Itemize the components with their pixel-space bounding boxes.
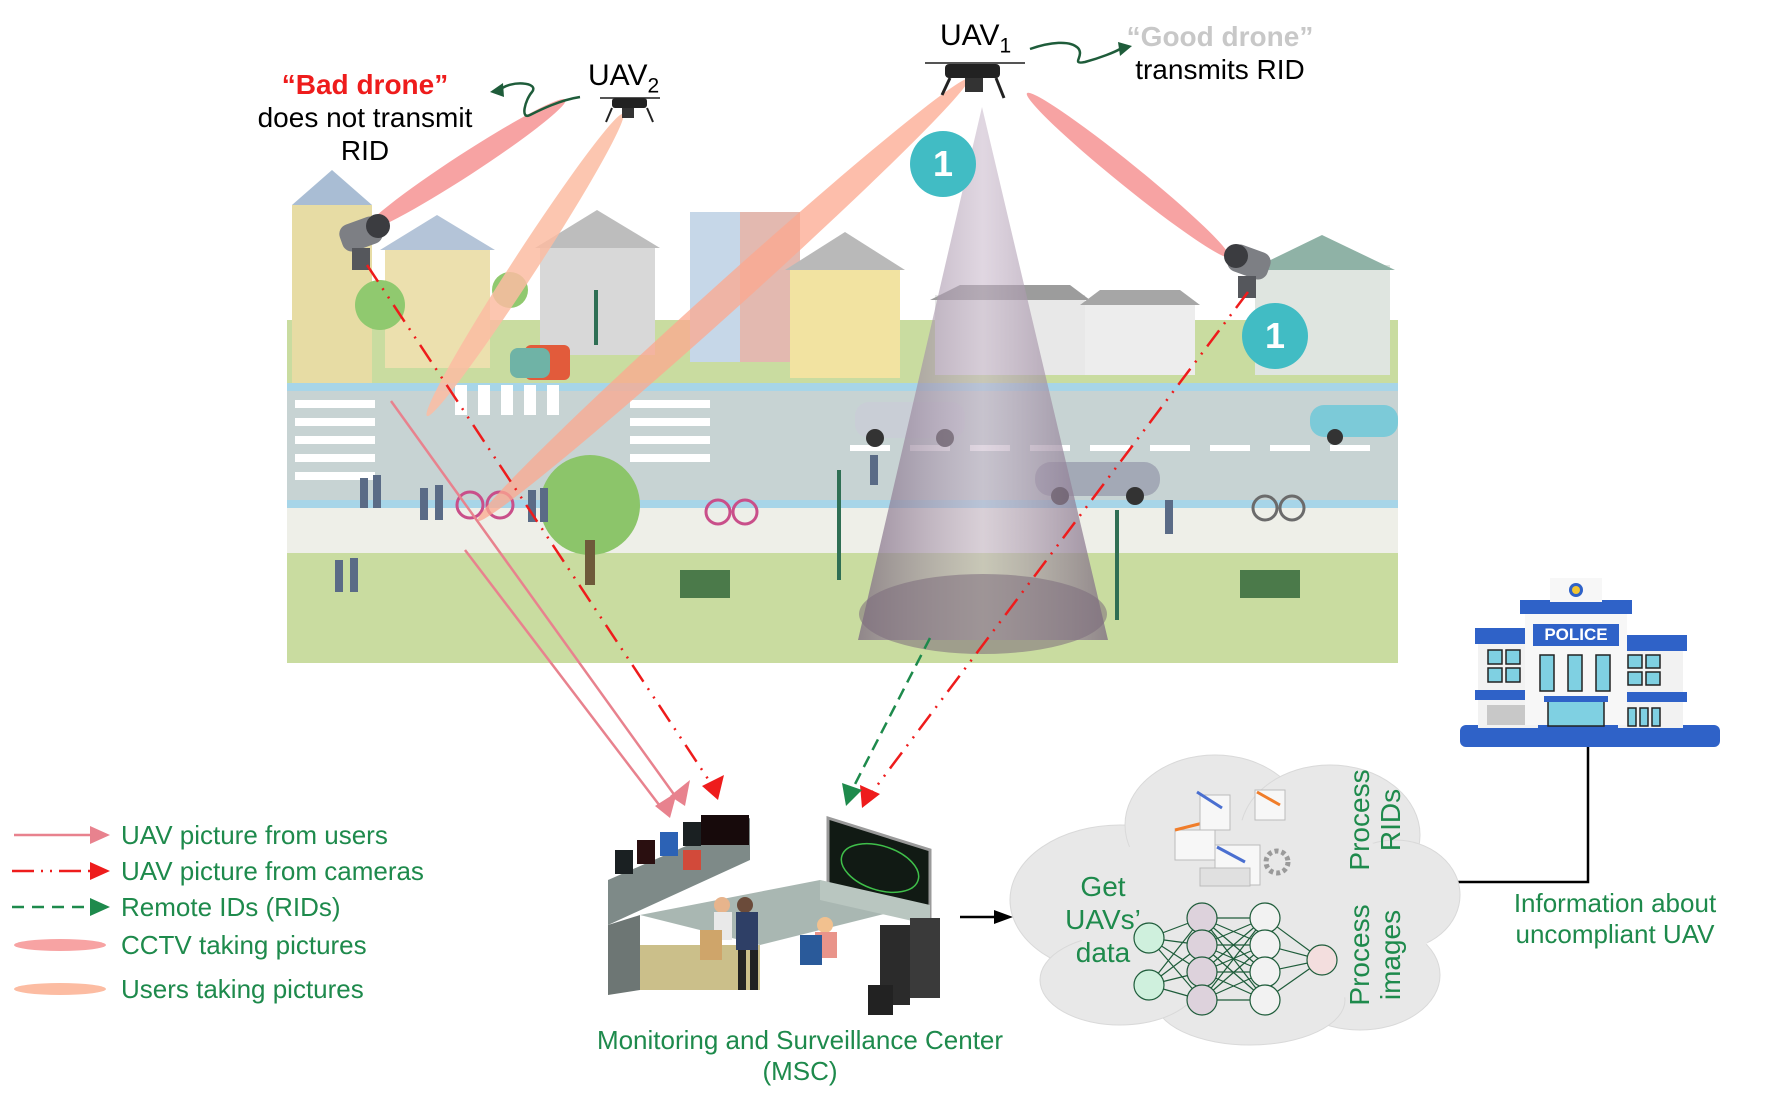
drone-uav2	[600, 97, 660, 123]
uav1-squiggle-arrow	[1029, 41, 1121, 64]
cctv-camera-left	[339, 214, 390, 270]
camera-arrowhead-1	[702, 775, 724, 800]
get-uav-data-label: Get UAVs’ data	[1058, 870, 1148, 969]
legend-item-user-pictures: UAV picture from users	[10, 818, 388, 852]
uav1-label-subscript: 1	[999, 34, 1012, 58]
uav1-camera-cone	[858, 107, 1108, 640]
uav1-cone-base	[859, 574, 1107, 654]
legend-label: UAV picture from users	[121, 819, 388, 850]
nn-hidden-node	[1249, 956, 1281, 988]
good-drone-annotation: “Good drone” transmits RID	[1120, 20, 1320, 86]
neural-network-illustration	[1133, 902, 1338, 1016]
street-lamps	[594, 290, 1119, 620]
bad-drone-desc-line1: does not transmit	[257, 102, 473, 134]
step-badge-uav1: 1	[910, 131, 976, 197]
legend-item-cctv: CCTV taking pictures	[10, 928, 367, 962]
uav2-label: UAV2	[588, 58, 659, 99]
msc-label: Monitoring and Surveillance Center (MSC)	[560, 1025, 1040, 1086]
legend-label: Users taking pictures	[121, 973, 364, 1004]
nn-hidden-node	[1186, 929, 1218, 961]
legend-item-camera-pictures: UAV picture from cameras	[10, 854, 424, 888]
legend-label: UAV picture from cameras	[121, 855, 424, 886]
nn-input-node	[1133, 922, 1165, 954]
user-arrowhead-2	[655, 792, 677, 818]
nn-hidden-node	[1249, 902, 1281, 934]
dashed-arrow-icon	[10, 893, 115, 921]
rid-arrow	[850, 637, 932, 791]
legend-label: CCTV taking pictures	[121, 929, 367, 960]
legend-label: Remote IDs (RIDs)	[121, 891, 341, 922]
pink-ellipse-icon	[10, 931, 115, 959]
uncompliant-uav-info-label: Information about uncompliant UAV	[1490, 888, 1740, 949]
nn-hidden-node	[1186, 984, 1218, 1016]
uav2-label-text: UAV	[588, 59, 648, 92]
bad-drone-annotation: “Bad drone” does not transmit RID	[240, 68, 490, 167]
cctv-beam-uav1	[1026, 92, 1230, 258]
bad-drone-desc-line2: RID	[340, 135, 390, 167]
bad-drone-label: “Bad drone”	[281, 69, 449, 100]
camera-arrowhead-2	[860, 785, 880, 808]
step-badge-camera: 1	[1242, 303, 1308, 369]
process-images-label: Process images	[1344, 890, 1407, 1020]
nn-hidden-node	[1249, 929, 1281, 961]
uav2-label-subscript: 2	[647, 74, 660, 98]
get-uav-data-line3: data	[1075, 937, 1131, 969]
nn-output-node	[1306, 944, 1338, 976]
user-beam-uav2	[426, 113, 624, 417]
legend-item-users: Users taking pictures	[10, 972, 364, 1006]
cctv-beam-uav2	[364, 98, 566, 232]
nn-hidden-node	[1186, 902, 1218, 934]
msc-label-line2: (MSC)	[762, 1055, 838, 1086]
user-beam-uav1	[477, 78, 969, 522]
rid-arrowhead	[842, 783, 862, 806]
dash-dot-arrow-icon	[10, 857, 115, 885]
cctv-camera-right	[1224, 244, 1271, 298]
legend-item-remote-ids: Remote IDs (RIDs)	[10, 890, 341, 924]
good-drone-desc: transmits RID	[1135, 54, 1305, 86]
uncompliant-info-line1: Information about	[1513, 888, 1717, 918]
uav2-squiggle-arrowhead	[490, 83, 504, 97]
orange-ellipse-icon	[10, 975, 115, 1003]
process-rids-line2: RIDs	[1374, 788, 1406, 852]
process-images-line2: images	[1374, 909, 1406, 1001]
good-drone-label: “Good drone”	[1126, 21, 1314, 52]
nn-hidden-node	[1186, 956, 1218, 988]
drone-uav1	[925, 62, 1025, 99]
get-uav-data-line2: UAVs’	[1065, 904, 1141, 936]
camera-picture-arrows	[365, 264, 1249, 796]
msc-label-line1: Monitoring and Surveillance Center	[596, 1025, 1004, 1055]
msc-to-cloud-arrowhead	[994, 910, 1013, 924]
uav1-label-text: UAV	[940, 19, 1000, 52]
police-sign: POLICE	[1544, 625, 1608, 644]
process-rids-label: Process RIDs	[1344, 755, 1407, 885]
user-arrowhead-1	[670, 780, 690, 806]
cloud-to-police-arrow	[1450, 725, 1590, 884]
uav1-label: UAV1	[940, 18, 1011, 59]
police-station-illustration	[1460, 578, 1720, 747]
process-images-line1: Process	[1344, 904, 1375, 1006]
uav2-squiggle-arrow	[499, 82, 581, 118]
software-illustration	[1174, 789, 1291, 887]
solid-arrow-icon	[10, 821, 115, 849]
user-picture-arrows	[389, 400, 680, 811]
uncompliant-info-line2: uncompliant UAV	[1515, 918, 1715, 949]
bicycles	[455, 490, 1306, 526]
nn-input-node	[1133, 969, 1165, 1001]
get-uav-data-line1: Get	[1080, 871, 1126, 902]
nn-hidden-node	[1249, 984, 1281, 1016]
legend: UAV picture from users UAV picture from …	[10, 818, 480, 1018]
pedestrians	[335, 455, 1300, 598]
msc-illustration	[608, 815, 940, 1015]
process-rids-line1: Process	[1344, 769, 1375, 871]
uav1-squiggle-arrowhead	[1118, 42, 1132, 56]
